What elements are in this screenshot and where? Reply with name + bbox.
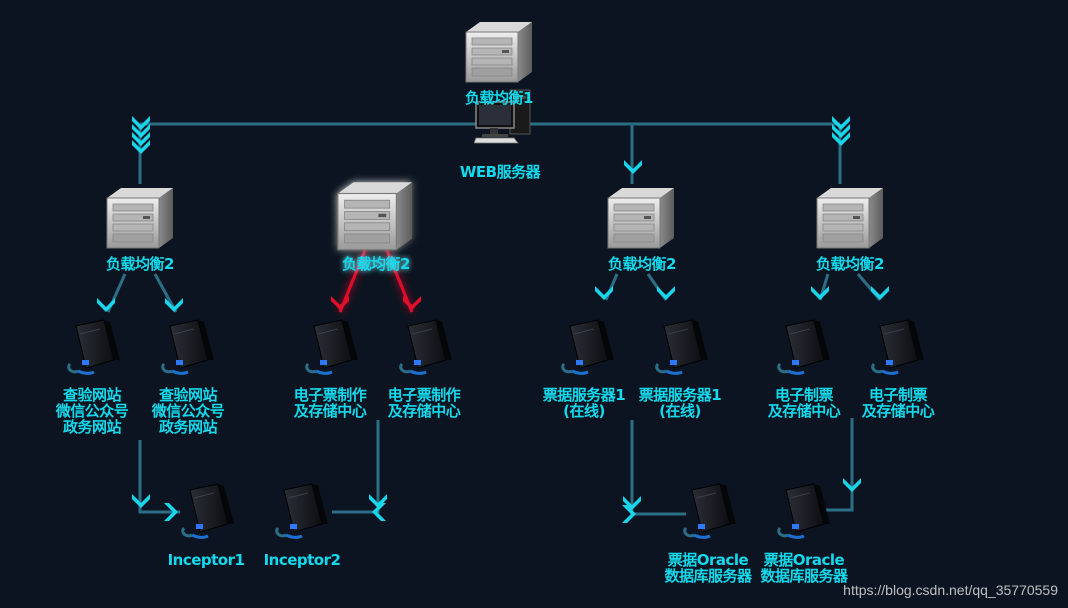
lb2-b-server-icon xyxy=(337,181,413,251)
connection-lines xyxy=(106,122,882,516)
label-check-2: 查验网站 微信公众号 政务网站 xyxy=(151,386,225,436)
inceptor2-pc-icon xyxy=(275,482,330,539)
label-top-lb: 负载均衡1 xyxy=(465,89,533,107)
label-inceptor1: Inceptor1 xyxy=(167,551,245,569)
label-check-1: 查验网站 微信公众号 政务网站 xyxy=(55,386,129,436)
emake-2-pc-icon xyxy=(871,318,926,375)
watermark: https://blog.csdn.net/qq_35770559 xyxy=(843,582,1058,598)
ticket-2-pc-icon xyxy=(655,318,710,375)
label-emake-2: 电子制票 及存储中心 xyxy=(861,386,935,420)
label-inceptor2: Inceptor2 xyxy=(263,551,341,569)
einv-2-pc-icon xyxy=(399,318,454,375)
label-emake-1: 电子制票 及存储中心 xyxy=(767,386,841,420)
label-oracle-1: 票据Oracle 数据库服务器 xyxy=(664,551,752,585)
oracle-1-pc-icon xyxy=(683,482,738,539)
lb2-a-server-icon xyxy=(106,187,174,249)
label-lb2-c: 负载均衡2 xyxy=(608,255,676,273)
lb2-c-server-icon xyxy=(607,187,675,249)
label-lb2-b: 负载均衡2 xyxy=(342,255,410,273)
label-ticket-1: 票据服务器1 (在线) xyxy=(542,386,626,420)
ticket-1-pc-icon xyxy=(561,318,616,375)
einv-1-pc-icon xyxy=(305,318,360,375)
oracle-2-pc-icon xyxy=(777,482,832,539)
emake-1-pc-icon xyxy=(777,318,832,375)
label-lb2-a: 负载均衡2 xyxy=(106,255,174,273)
label-ticket-2: 票据服务器1 (在线) xyxy=(638,386,722,420)
label-oracle-2: 票据Oracle 数据库服务器 xyxy=(760,551,848,585)
lb2-d-server-icon xyxy=(816,187,884,249)
top-lb-server-icon xyxy=(465,21,533,83)
label-lb2-d: 负载均衡2 xyxy=(816,255,884,273)
label-web-server: WEB服务器 xyxy=(459,163,541,181)
label-einv-1: 电子票制作 及存储中心 xyxy=(293,386,367,420)
check-2-pc-icon xyxy=(161,318,216,375)
check-1-pc-icon xyxy=(67,318,122,375)
label-einv-2: 电子票制作 及存储中心 xyxy=(387,386,461,420)
inceptor1-pc-icon xyxy=(181,482,236,539)
